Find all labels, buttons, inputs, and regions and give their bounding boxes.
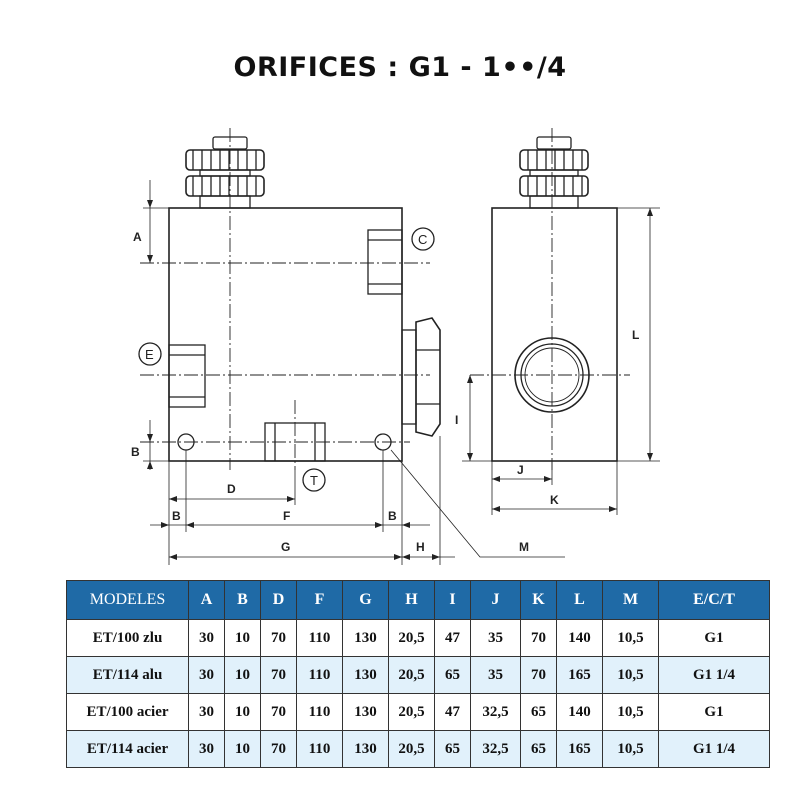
table-cell: 70 xyxy=(260,619,297,657)
page-title: ORIFICES : G1 - 1••/4 xyxy=(233,52,567,83)
port-label-t: T xyxy=(310,473,318,488)
table-cell: 165 xyxy=(556,730,603,768)
table-cell: 130 xyxy=(342,730,389,768)
port-c-bore xyxy=(367,229,403,295)
side-hex-plug xyxy=(401,317,441,437)
table-cell: 20,5 xyxy=(388,656,435,694)
table-cell: 130 xyxy=(342,656,389,694)
table-cell: 10 xyxy=(224,693,261,731)
table-cell: 47 xyxy=(434,619,471,657)
dim-label-f: F xyxy=(283,509,290,523)
table-cell: 30 xyxy=(188,656,225,694)
dimension-table: MODELES A B D F G H I J K L M E/C/T ET/1… xyxy=(66,580,770,768)
table-cell: 32,5 xyxy=(470,693,521,731)
port-t-marker xyxy=(302,468,326,492)
table-row: ET/100 zlu 30 10 70 110 130 20,5 47 35 7… xyxy=(66,619,770,657)
table-cell: 140 xyxy=(556,693,603,731)
header-b: B xyxy=(224,580,261,620)
table-cell: 20,5 xyxy=(388,730,435,768)
header-d: D xyxy=(260,580,297,620)
dim-label-h: H xyxy=(416,540,425,554)
table-cell: 140 xyxy=(556,619,603,657)
dim-label-g: G xyxy=(281,540,290,554)
dim-label-d: D xyxy=(227,482,236,496)
table-cell: 65 xyxy=(434,730,471,768)
table-cell: 130 xyxy=(342,619,389,657)
table-cell: 165 xyxy=(556,656,603,694)
port-label-e: E xyxy=(145,347,154,362)
table-cell: 10,5 xyxy=(602,656,659,694)
table-cell: 70 xyxy=(520,656,557,694)
table-cell: 65 xyxy=(520,693,557,731)
port-e-marker xyxy=(138,342,162,366)
header-j: J xyxy=(470,580,521,620)
port-label-c: C xyxy=(418,232,427,247)
table-cell: 110 xyxy=(296,730,343,768)
table-cell: 30 xyxy=(188,619,225,657)
table-cell: G1 xyxy=(658,693,770,731)
table-cell: ET/100 zlu xyxy=(66,619,189,657)
table-header-row: MODELES A B D F G H I J K L M E/C/T xyxy=(66,580,770,620)
dim-label-j: J xyxy=(517,463,524,477)
port-e-bore xyxy=(168,344,206,408)
header-modeles: MODELES xyxy=(66,580,189,620)
table-cell: 20,5 xyxy=(388,619,435,657)
table-cell: 20,5 xyxy=(388,693,435,731)
table-cell: ET/100 acier xyxy=(66,693,189,731)
header-m: M xyxy=(602,580,659,620)
table-cell: 35 xyxy=(470,656,521,694)
table-row: ET/114 alu 30 10 70 110 130 20,5 65 35 7… xyxy=(66,656,770,694)
table-cell: 65 xyxy=(434,656,471,694)
header-g: G xyxy=(342,580,389,620)
table-cell: 70 xyxy=(260,693,297,731)
table-cell: 110 xyxy=(296,656,343,694)
table-cell: ET/114 acier xyxy=(66,730,189,768)
table-cell: G1 xyxy=(658,619,770,657)
dim-label-i: I xyxy=(455,413,458,427)
table-cell: 10,5 xyxy=(602,619,659,657)
header-ect: E/C/T xyxy=(658,580,770,620)
header-h: H xyxy=(388,580,435,620)
table-cell: 70 xyxy=(260,730,297,768)
dim-label-b-bottom-left: B xyxy=(172,509,181,523)
table-cell: 110 xyxy=(296,693,343,731)
table-cell: 110 xyxy=(296,619,343,657)
table-cell: 47 xyxy=(434,693,471,731)
table-cell: 130 xyxy=(342,693,389,731)
technical-drawing: A B D B F B G H M I J K L C E T xyxy=(131,128,660,565)
table-cell: 30 xyxy=(188,693,225,731)
side-adjuster-knob xyxy=(519,136,589,209)
table-cell: G1 1/4 xyxy=(658,656,770,694)
table-cell: 30 xyxy=(188,730,225,768)
front-adjuster-knob xyxy=(185,136,265,209)
table-cell: 10 xyxy=(224,730,261,768)
table-row: ET/100 acier 30 10 70 110 130 20,5 47 32… xyxy=(66,693,770,731)
header-i: I xyxy=(434,580,471,620)
dim-label-m: M xyxy=(519,540,529,554)
side-view-body xyxy=(491,207,618,462)
port-c-marker xyxy=(411,227,435,251)
header-a: A xyxy=(188,580,225,620)
table-cell: 10,5 xyxy=(602,730,659,768)
table-cell: G1 1/4 xyxy=(658,730,770,768)
dim-label-l: L xyxy=(632,328,639,342)
table-row: ET/114 acier 30 10 70 110 130 20,5 65 32… xyxy=(66,730,770,768)
dim-label-k: K xyxy=(550,493,559,507)
table-cell: 65 xyxy=(520,730,557,768)
table-cell: 70 xyxy=(260,656,297,694)
table-cell: 35 xyxy=(470,619,521,657)
header-f: F xyxy=(296,580,343,620)
table-cell: 70 xyxy=(520,619,557,657)
table-cell: 10 xyxy=(224,619,261,657)
table-cell: 32,5 xyxy=(470,730,521,768)
header-k: K xyxy=(520,580,557,620)
dim-label-a: A xyxy=(133,230,142,244)
header-l: L xyxy=(556,580,603,620)
table-cell: 10,5 xyxy=(602,693,659,731)
table-cell: ET/114 alu xyxy=(66,656,189,694)
dim-label-b-left: B xyxy=(131,445,140,459)
table-cell: 10 xyxy=(224,656,261,694)
dim-label-b-bottom-right: B xyxy=(388,509,397,523)
